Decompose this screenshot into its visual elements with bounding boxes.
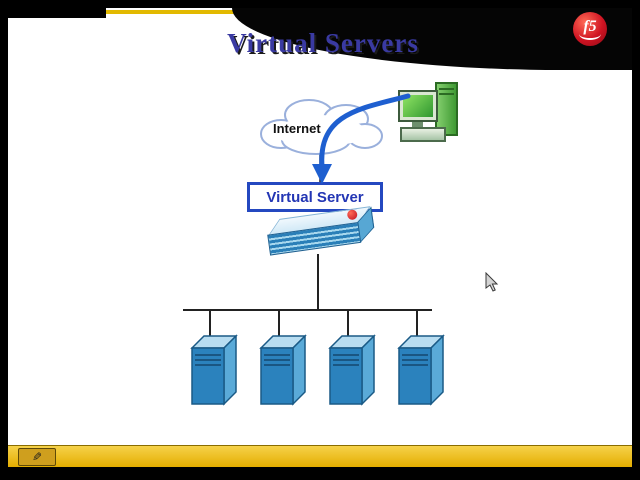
server-tower-icon (190, 334, 238, 406)
client-computer-icon (398, 82, 458, 146)
slide: Virtual Servers f5 (8, 8, 632, 467)
pc-tower-slots (439, 88, 454, 98)
internet-label: Internet (273, 121, 321, 136)
mouse-cursor (485, 271, 499, 297)
virtual-server-label: Virtual Server (266, 188, 364, 206)
pen-icon: ✎ (31, 450, 43, 464)
top-left-bar (8, 8, 106, 18)
server-tower-icon (397, 334, 445, 406)
pc-stand (412, 122, 423, 127)
f5-logo-text: f5 (583, 18, 597, 35)
slide-title: Virtual Servers (227, 28, 419, 58)
pc-base (400, 127, 446, 142)
bottom-toolbar: ✎ (8, 445, 632, 467)
cloud-shape-icon (260, 99, 383, 155)
pc-tower (435, 82, 458, 136)
server-tower-icon (259, 334, 307, 406)
pc-screen (403, 95, 433, 117)
pen-tool-button[interactable]: ✎ (18, 448, 56, 466)
server-tower-icon (328, 334, 376, 406)
f5-logo-arc-icon (579, 28, 601, 40)
f5-logo: f5 (573, 12, 607, 46)
internet-cloud: Internet (251, 94, 391, 160)
pc-monitor (398, 90, 438, 122)
